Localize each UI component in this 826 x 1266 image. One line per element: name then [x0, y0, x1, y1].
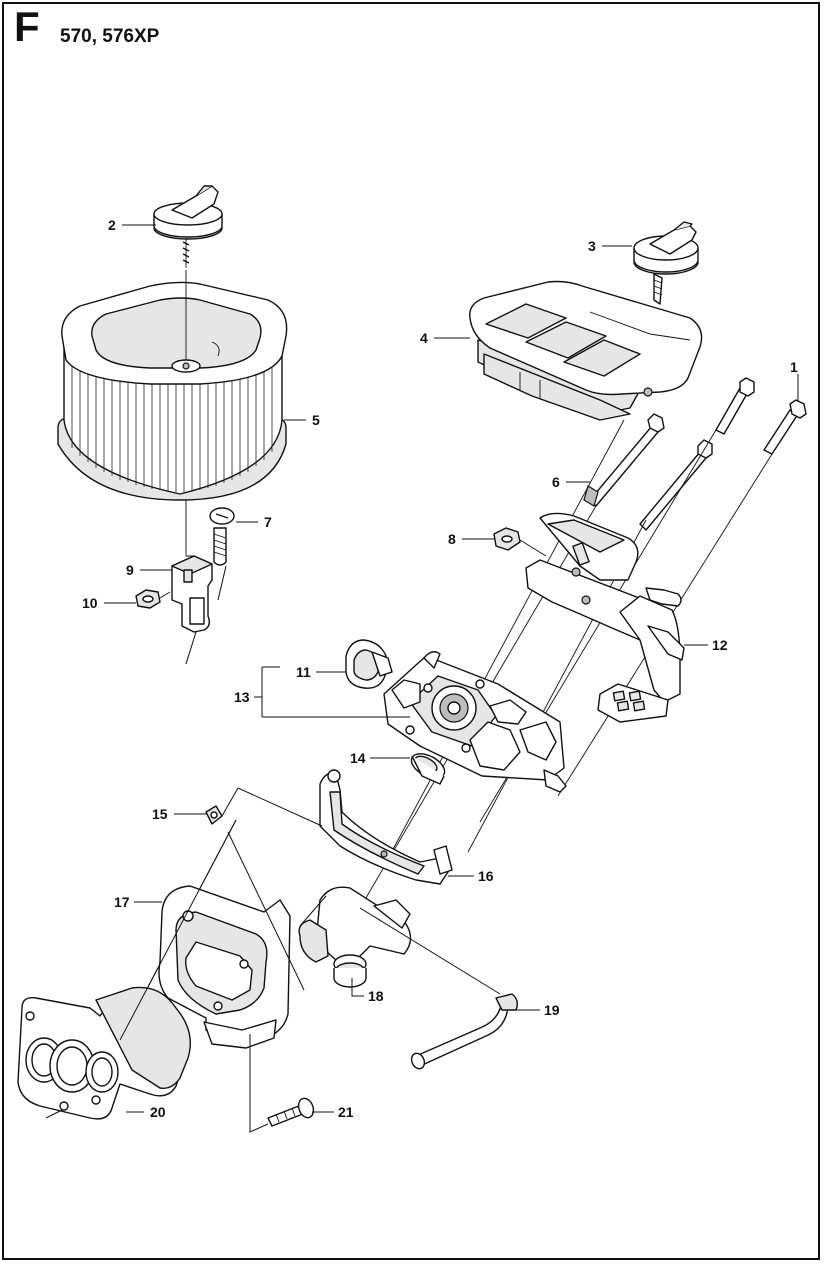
part-8-nut: [493, 527, 547, 557]
callout-13: 13: [234, 689, 250, 705]
callout-2: 2: [108, 217, 116, 233]
callout-15: 15: [152, 806, 168, 822]
part-3-knob: [633, 221, 699, 305]
part-14-seal: [410, 753, 446, 785]
callout-10: 10: [82, 595, 98, 611]
part-15-clip: [205, 805, 223, 825]
part-10-nut: [135, 589, 171, 609]
callout-20: 20: [150, 1104, 166, 1120]
part-13-carburetor: [383, 651, 567, 793]
part-4-filter-cover: [469, 280, 703, 421]
section-letter: F: [14, 3, 40, 50]
part-2-knob: [153, 185, 223, 268]
callout-9: 9: [126, 562, 134, 578]
model-title: 570, 576XP: [60, 26, 160, 47]
callout-6: 6: [552, 474, 560, 490]
part-20-manifold: [17, 986, 191, 1120]
callout-3: 3: [588, 238, 596, 254]
part-5-air-filter: [57, 281, 288, 501]
callout-8: 8: [448, 531, 456, 547]
part-18-elbow: [298, 886, 412, 988]
callout-7: 7: [264, 514, 272, 530]
part-19-hose: [410, 993, 519, 1070]
part-21-bolt: [249, 1034, 315, 1133]
callout-21: 21: [338, 1104, 354, 1120]
part-1-bolt: [715, 377, 807, 455]
callout-11: 11: [296, 664, 311, 680]
part-16-bracket: [319, 769, 453, 885]
part-12-holder: [525, 512, 685, 723]
callout-18: 18: [368, 988, 384, 1004]
callout-labels: 1 2 3 4 5 6 7 8 9 10 11 12 13 14 15 16 1…: [82, 217, 798, 1120]
callout-19: 19: [544, 1002, 560, 1018]
callout-leaders: [104, 224, 799, 1113]
filter-pleats: [71, 360, 273, 492]
callout-1: 1: [790, 359, 798, 375]
part-11-gasket: [345, 639, 393, 689]
part-6-bolt: [583, 413, 713, 531]
callout-4: 4: [420, 330, 428, 346]
callout-17: 17: [114, 894, 130, 910]
callout-14: 14: [350, 750, 366, 766]
callout-16: 16: [478, 868, 494, 884]
part-9-bracket: [171, 555, 213, 665]
part-7-screw: [209, 507, 235, 601]
callout-12: 12: [712, 637, 728, 653]
callout-5: 5: [312, 412, 320, 428]
part-17-support: [158, 885, 291, 1049]
